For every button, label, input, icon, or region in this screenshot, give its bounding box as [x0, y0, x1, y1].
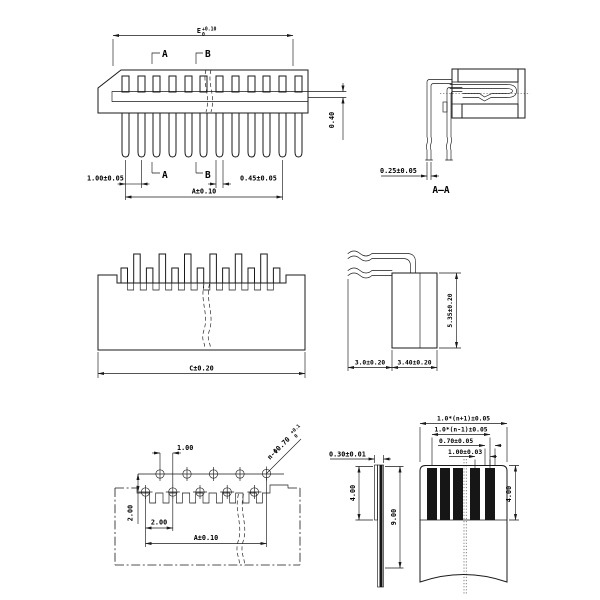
pcb-outline — [114, 487, 301, 566]
dim-label: E — [197, 27, 201, 35]
note-tolerance-lower: 0 — [293, 433, 299, 439]
hole-diameter-note: n-Φ0.70 +0.1 0 — [266, 423, 302, 474]
dimension-row-spacing: 2.00 — [127, 473, 140, 524]
section-b-label-bottom: B — [205, 170, 211, 181]
dim-label: 1.00±0.05 — [87, 175, 124, 183]
dimension-film-thickness: 0.30±0.01 — [329, 451, 391, 463]
dim-label: 3.40±0.20 — [397, 360, 431, 367]
section-view-title: A—A — [432, 185, 449, 196]
dimension-conductor-pitch: 1.00±0.03 — [448, 449, 497, 468]
dimension-pin-pitch: 1.00±0.05 — [87, 160, 150, 188]
dimension-overall-length: C±0.20 — [97, 352, 306, 378]
dimension-contact-thickness: 0.25±0.05 — [380, 162, 439, 180]
dim-label: A±0.10 — [194, 534, 219, 542]
dim-tolerance-lower: 0 — [202, 32, 205, 38]
connector-side-view: 3.0±0.20 3.40±0.20 5.35±0.20 — [347, 250, 461, 371]
break-line — [204, 69, 213, 113]
dim-label: 1.00±0.03 — [448, 449, 482, 456]
note-label: n-Φ0.70 — [266, 435, 292, 461]
dimension-hole-span: A±0.10 — [145, 478, 267, 547]
dim-tolerance-upper: +0.10 — [202, 27, 217, 33]
dimension-housing-width: E +0.10 0 — [112, 27, 294, 66]
housing-outline — [97, 69, 309, 114]
conductor-core — [379, 465, 383, 587]
body-outline — [97, 274, 306, 351]
dim-label: 0.45±0.05 — [240, 175, 277, 183]
break-line — [202, 283, 212, 350]
upper-pin — [347, 250, 416, 274]
dim-label: 3.0±0.20 — [355, 360, 386, 367]
lower-insulator-hatch — [461, 103, 519, 119]
dimension-pin-width: 0.45±0.05 — [208, 160, 277, 188]
dim-label: 1.0*(n-1)±0.05 — [434, 427, 487, 434]
cable-outline — [419, 465, 508, 583]
center-line — [463, 459, 467, 594]
body-outline — [391, 272, 438, 349]
break-line — [236, 493, 246, 567]
tooth-notches — [127, 282, 274, 291]
section-a-label-bottom: A — [162, 170, 168, 181]
lower-pin — [347, 267, 393, 279]
pcb-layout-view: 1.00 2.00 2.00 A±0.10 n-Φ0.70 +0.1 0 — [114, 423, 302, 567]
dim-label: 0.70±0.05 — [439, 438, 473, 445]
dimension-stiffener-length: 4.00 — [349, 466, 373, 521]
dim-label: 2.00 — [127, 505, 135, 521]
dim-label: 4.00 — [505, 486, 513, 502]
dim-label: 1.00 — [177, 444, 193, 452]
section-b-label-top: B — [205, 49, 211, 60]
slot-band — [111, 91, 309, 102]
connector-front-view: C±0.20 — [97, 253, 306, 378]
dimension-pin-span: A±0.10 — [125, 160, 283, 200]
dimension-body-depth: 3.40±0.20 — [391, 350, 438, 371]
section-a-a-view: 0.25±0.05 A—A — [380, 68, 530, 196]
dim-label: A±0.10 — [192, 188, 217, 196]
dim-label: 0.25±0.05 — [380, 167, 417, 175]
hole-row-bottom — [138, 485, 262, 499]
solder-leg-front — [425, 79, 453, 161]
dimension-exposed-length: 4.00 — [505, 465, 519, 521]
dim-label: 1.0*(n+1)±0.05 — [437, 416, 490, 423]
dim-label: 5.35±0.20 — [447, 293, 454, 327]
solder-leg-rear — [445, 87, 463, 161]
section-a-label-top: A — [162, 49, 168, 60]
dim-label: 0.40 — [328, 112, 336, 128]
tall-pins — [133, 253, 268, 284]
dimension-conductor-width: 0.70±0.05 — [438, 438, 502, 466]
fpc-top-view: 1.0*(n+1)±0.05 1.0*(n-1)±0.05 0.70±0.05 … — [419, 416, 519, 594]
dimension-hole-offset: 1.00 — [152, 444, 193, 486]
housing-left-tab — [442, 101, 448, 113]
dim-label: 9.00 — [390, 509, 398, 525]
dim-label: 0.30±0.01 — [329, 451, 366, 459]
contact-spring — [449, 84, 517, 102]
dimension-tail-length: 9.00 — [385, 466, 404, 569]
dim-label: C±0.20 — [189, 365, 214, 373]
upper-insulator-hatch — [457, 68, 519, 83]
dim-label: 4.00 — [349, 485, 357, 501]
fpc-side-view: 0.30±0.01 4.00 9.00 — [329, 451, 404, 588]
board-edge-profile — [136, 484, 289, 504]
ffc-cable-lines — [307, 91, 347, 98]
dimension-body-height: 5.35±0.20 — [439, 272, 461, 349]
contact-spring-inner — [449, 88, 513, 98]
top-contact-pins — [121, 75, 303, 93]
dim-label: 2.00 — [151, 519, 167, 527]
hole-row-top — [138, 466, 284, 481]
dimension-overall-width: 1.0*(n+1)±0.05 — [419, 416, 508, 462]
dimension-cable-thickness: 0.40 — [328, 83, 345, 140]
bottom-solder-pins — [121, 112, 303, 158]
section-marks: A B A B — [151, 49, 211, 181]
connector-top-view: E +0.10 0 A B A B 1.00±0.05 0.45±0.05 — [87, 27, 347, 200]
dimension-tail-length: 3.0±0.20 — [347, 279, 393, 371]
dimension-conductor-span: 1.0*(n-1)±0.05 — [431, 427, 491, 466]
conductor-stripes — [427, 468, 495, 520]
stiffener — [374, 464, 378, 521]
short-pins — [120, 267, 281, 284]
dimension-hole-pitch: 2.00 — [145, 497, 174, 531]
